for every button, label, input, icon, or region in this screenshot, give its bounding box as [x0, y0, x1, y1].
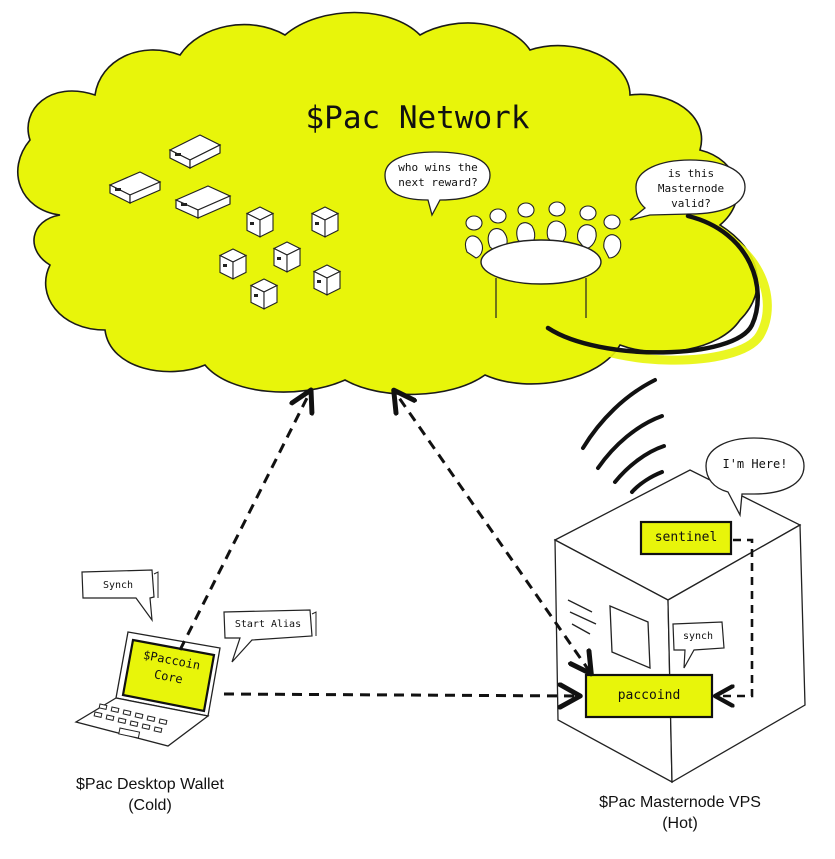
- server-icon: [108, 171, 162, 204]
- synch-vps-bubble: [672, 621, 725, 669]
- synch-wallet-text: Synch: [102, 580, 134, 591]
- paccoind-label: paccoind: [617, 688, 681, 703]
- is-valid-bubble: [629, 159, 746, 221]
- meeting-table: [464, 201, 622, 318]
- start-alias-bubble: [223, 609, 317, 663]
- is-valid-text: is this Masternode valid?: [657, 167, 725, 210]
- node-cubes: [218, 206, 342, 310]
- synch-vps-text: synch: [682, 631, 714, 642]
- node-cube-icon: [249, 278, 279, 310]
- vps-caption-line1: $Pac Masternode VPS: [599, 794, 761, 811]
- im-here-text: I'm Here!: [722, 457, 788, 471]
- wallet-to-network-arrow: [178, 392, 310, 651]
- wallet-caption: $Pac Desktop Wallet (Cold): [40, 774, 260, 816]
- server-icon: [174, 185, 232, 219]
- page-title: $Pac Network: [305, 100, 530, 136]
- node-cube-icon: [245, 206, 275, 238]
- sentinel-box: [639, 520, 733, 556]
- vps-caption-line2: (Hot): [662, 815, 698, 832]
- vps-to-network-arrow: [395, 392, 590, 672]
- sentinel-label: sentinel: [654, 530, 718, 545]
- vps-caption: $Pac Masternode VPS (Hot): [560, 792, 800, 834]
- start-alias-text: Start Alias: [234, 619, 302, 630]
- server-icon: [168, 134, 222, 169]
- im-here-bubble: [705, 437, 805, 518]
- wallet-caption-line1: $Pac Desktop Wallet: [76, 776, 224, 793]
- wallet-caption-line2: (Cold): [128, 797, 172, 814]
- who-wins-bubble: [384, 151, 491, 217]
- paccoin-core-box: [121, 638, 216, 713]
- node-cube-icon: [312, 264, 342, 296]
- wallet-to-vps-arrow: [223, 694, 578, 696]
- signal-waves-icon: [581, 378, 666, 494]
- validity-line: [545, 213, 761, 355]
- node-cube-icon: [310, 206, 340, 238]
- paccoind-box: [584, 673, 714, 719]
- synch-wallet-bubble: [81, 569, 159, 623]
- who-wins-text: who wins the next reward?: [398, 161, 478, 189]
- node-cube-icon: [272, 241, 302, 273]
- node-cube-icon: [218, 248, 248, 280]
